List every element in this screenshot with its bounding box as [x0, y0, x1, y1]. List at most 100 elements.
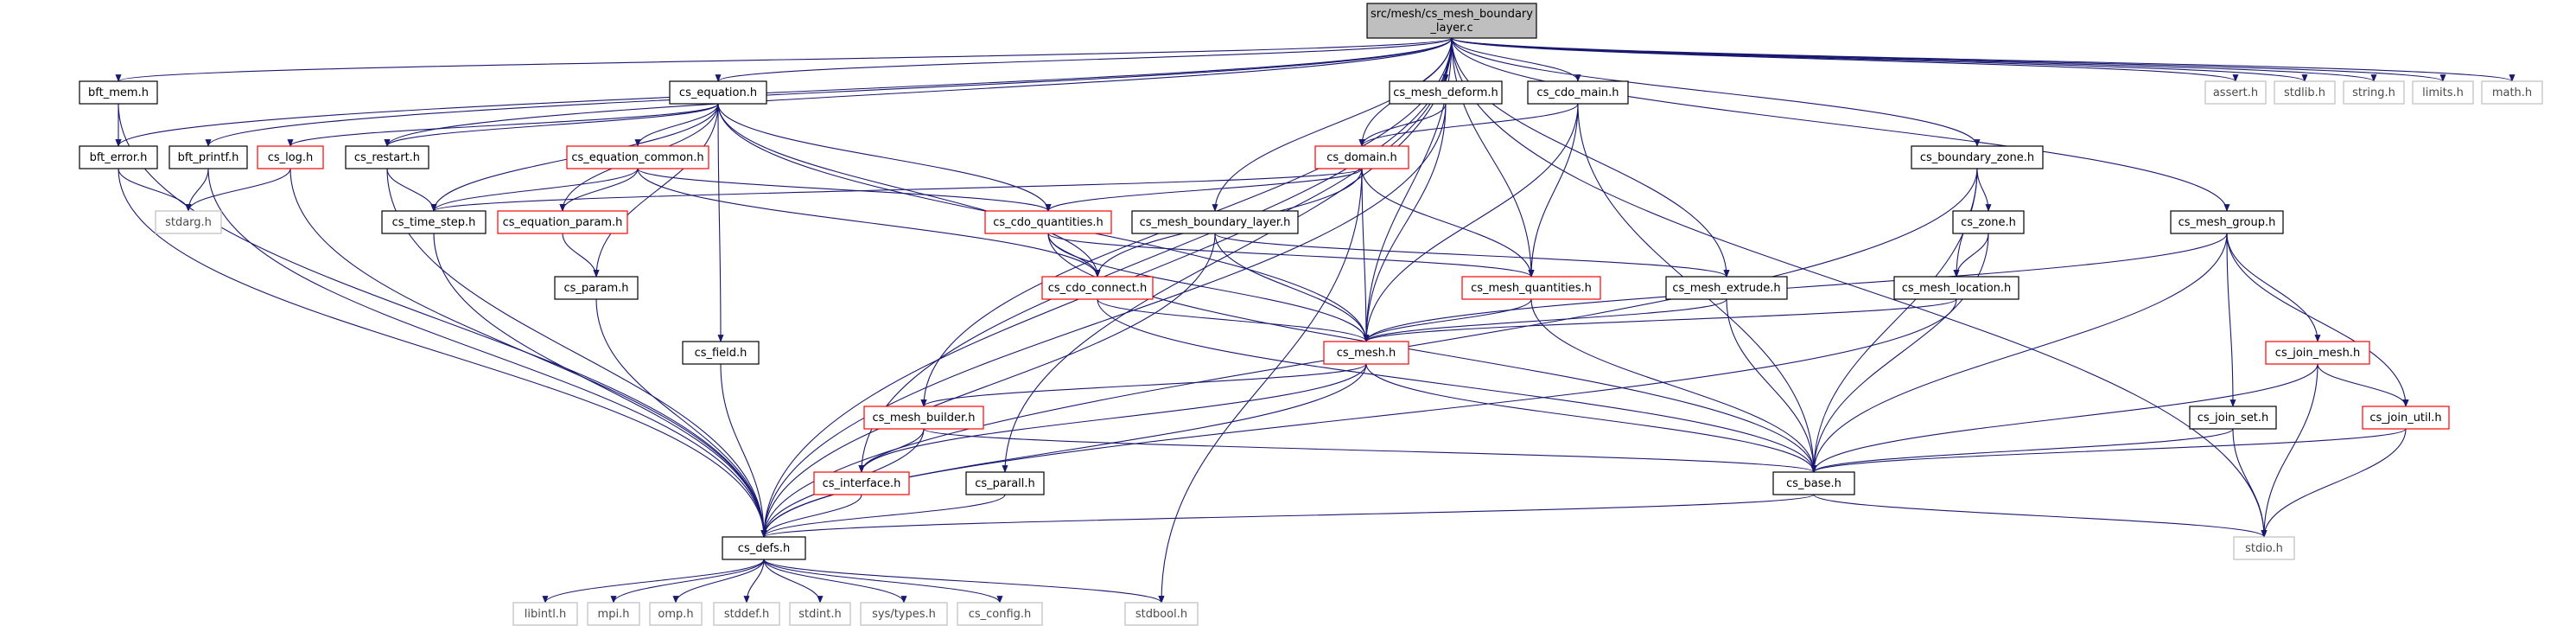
node-cs-mesh-quantities[interactable]: cs_mesh_quantities.h	[1461, 276, 1601, 300]
node-bft-printf-label: bft_printf.h	[178, 151, 239, 164]
node-cs-mesh-builder[interactable]: cs_mesh_builder.h	[863, 406, 984, 430]
node-cs-equation-common-box	[566, 145, 709, 169]
edge-cs-join-set-to-cs-base	[1810, 428, 2234, 473]
node-cs-equation-param[interactable]: cs_equation_param.h	[497, 210, 628, 234]
node-bft-mem-label: bft_mem.h	[88, 86, 149, 99]
node-cs-field[interactable]: cs_field.h	[682, 341, 760, 365]
node-cs-restart[interactable]: cs_restart.h	[345, 145, 429, 169]
edge-cs-defs-to-stdbool	[763, 559, 1165, 604]
edge-root-to-string	[1451, 37, 2377, 82]
edge-cs-param-to-cs-defs	[595, 298, 767, 538]
node-cs-equation-common[interactable]: cs_equation_common.h	[566, 145, 709, 169]
edge-cs-zone-to-cs-base	[1810, 233, 1989, 473]
edge-cs-log-to-stdarg	[185, 168, 291, 212]
node-bft-printf[interactable]: bft_printf.h	[169, 145, 248, 169]
edge-cs-mesh-quantities-to-cs-mesh	[1363, 298, 1532, 342]
node-cs-interface[interactable]: cs_interface.h	[813, 471, 910, 495]
node-cs-join-mesh-box	[2265, 341, 2370, 365]
node-cs-join-util[interactable]: cs_join_util.h	[2362, 406, 2450, 430]
node-cs-equation[interactable]: cs_equation.h	[669, 80, 767, 105]
node-cs-mesh-boundary-layer[interactable]: cs_mesh_boundary_layer.h	[1131, 210, 1299, 234]
edge-cs-cdo-quantities-to-cs-mesh-quantities	[1047, 233, 1535, 278]
node-root-box	[1366, 3, 1537, 39]
node-cs-mesh-deform-box	[1389, 80, 1503, 105]
node-cs-log-label: cs_log.h	[268, 151, 314, 164]
node-cs-cdo-quantities-box	[984, 210, 1112, 234]
node-bft-printf-box	[169, 145, 248, 169]
edge-cs-parall-to-cs-defs	[760, 494, 1006, 538]
node-cs-mesh-location[interactable]: cs_mesh_location.h	[1893, 276, 2019, 300]
edge-bft-printf-to-cs-defs	[207, 168, 767, 538]
node-cs-zone[interactable]: cs_zone.h	[1952, 210, 2025, 234]
node-cs-defs[interactable]: cs_defs.h	[722, 536, 806, 560]
edge-root-to-bft-mem	[116, 37, 1453, 82]
node-limits-label: limits.h	[2422, 86, 2464, 99]
node-cs-mesh-group-label: cs_mesh_group.h	[2178, 216, 2276, 229]
node-bft-mem[interactable]: bft_mem.h	[79, 80, 158, 105]
node-cs-config-box	[957, 602, 1043, 626]
edge-cs-mesh-to-cs-base	[1365, 363, 1817, 473]
node-cs-cdo-main-label: cs_cdo_main.h	[1536, 86, 1619, 99]
node-cs-base[interactable]: cs_base.h	[1772, 471, 1855, 495]
node-cs-mesh-box	[1323, 341, 1409, 365]
node-cs-cdo-connect[interactable]: cs_cdo_connect.h	[1041, 276, 1154, 300]
node-cs-time-step[interactable]: cs_time_step.h	[381, 210, 487, 234]
node-cs-boundary-zone[interactable]: cs_boundary_zone.h	[1911, 145, 2044, 169]
node-cs-equation-box	[669, 80, 767, 105]
node-cs-parall-box	[965, 471, 1045, 495]
node-root-label: src/mesh/cs_mesh_boundary	[1371, 8, 1533, 21]
edge-root-to-cs-parall	[1002, 37, 1453, 473]
node-cs-restart-label: cs_restart.h	[354, 151, 420, 164]
node-bft-error[interactable]: bft_error.h	[79, 145, 158, 169]
node-cs-equation-label: cs_equation.h	[679, 86, 757, 99]
node-cs-mesh-extrude[interactable]: cs_mesh_extrude.h	[1665, 276, 1788, 300]
edge-cs-equation-common-to-cs-cdo-connect	[637, 168, 1101, 278]
node-cs-mesh-quantities-box	[1461, 276, 1601, 300]
edge-cs-join-set-to-stdio	[2232, 428, 2268, 538]
node-cs-cdo-main[interactable]: cs_cdo_main.h	[1527, 80, 1629, 105]
node-sys-types-label: sys/types.h	[872, 608, 936, 621]
edge-cs-cdo-main-to-cs-mesh	[1363, 103, 1579, 342]
node-root[interactable]: src/mesh/cs_mesh_boundary_layer.c	[1366, 3, 1537, 39]
edge-cs-cdo-connect-to-cs-base	[1097, 298, 1817, 473]
node-cs-mesh[interactable]: cs_mesh.h	[1323, 341, 1409, 365]
node-cs-join-set[interactable]: cs_join_set.h	[2189, 406, 2277, 430]
edge-root-to-cs-cdo-main	[1451, 37, 1581, 82]
edge-cs-boundary-zone-to-cs-zone	[1976, 168, 1992, 212]
node-cs-domain[interactable]: cs_domain.h	[1314, 145, 1409, 169]
node-cs-parall[interactable]: cs_parall.h	[965, 471, 1045, 495]
edge-cs-defs-to-mpi	[610, 559, 765, 604]
node-cs-defs-box	[722, 536, 806, 560]
node-cs-field-label: cs_field.h	[695, 347, 747, 360]
edge-cs-cdo-main-to-cs-domain	[1358, 103, 1579, 147]
edge-cs-mesh-group-to-cs-base	[1810, 233, 2228, 473]
edge-cs-restart-to-cs-time-step	[386, 168, 437, 212]
node-cs-param-box	[554, 276, 639, 300]
edge-cs-equation-to-cs-restart	[384, 103, 719, 147]
node-stdlib: stdlib.h	[2274, 80, 2336, 105]
node-cs-cdo-quantities[interactable]: cs_cdo_quantities.h	[984, 210, 1112, 234]
node-cs-equation-param-label: cs_equation_param.h	[503, 216, 623, 229]
node-cs-mesh-builder-label: cs_mesh_builder.h	[872, 412, 975, 425]
node-limits-box	[2412, 80, 2474, 105]
edge-cs-domain-to-cs-time-step	[430, 168, 1363, 212]
node-cs-equation-common-label: cs_equation_common.h	[571, 151, 703, 164]
node-cs-log[interactable]: cs_log.h	[257, 145, 324, 169]
node-cs-param[interactable]: cs_param.h	[554, 276, 639, 300]
edge-root-to-cs-boundary-zone	[1451, 37, 1981, 147]
edge-root-to-bft-error	[115, 37, 1453, 147]
edge-cs-join-util-to-stdio	[2261, 428, 2407, 538]
edge-cs-cdo-main-to-cs-mesh-quantities	[1528, 103, 1579, 278]
node-cs-mesh-location-label: cs_mesh_location.h	[1902, 282, 2012, 295]
edge-cs-defs-to-sys-types	[763, 559, 907, 604]
node-cs-param-label: cs_param.h	[564, 282, 629, 295]
node-cs-mesh-deform[interactable]: cs_mesh_deform.h	[1389, 80, 1503, 105]
node-stdint-label: stdint.h	[798, 608, 841, 621]
edge-cs-time-step-to-cs-defs	[433, 233, 767, 538]
node-cs-join-mesh[interactable]: cs_join_mesh.h	[2265, 341, 2370, 365]
edge-bft-mem-to-cs-defs	[118, 103, 767, 538]
node-cs-mesh-group[interactable]: cs_mesh_group.h	[2170, 210, 2284, 234]
edge-cs-mesh-group-to-cs-join-set	[2226, 233, 2236, 407]
edge-root-to-assert	[1451, 37, 2239, 82]
